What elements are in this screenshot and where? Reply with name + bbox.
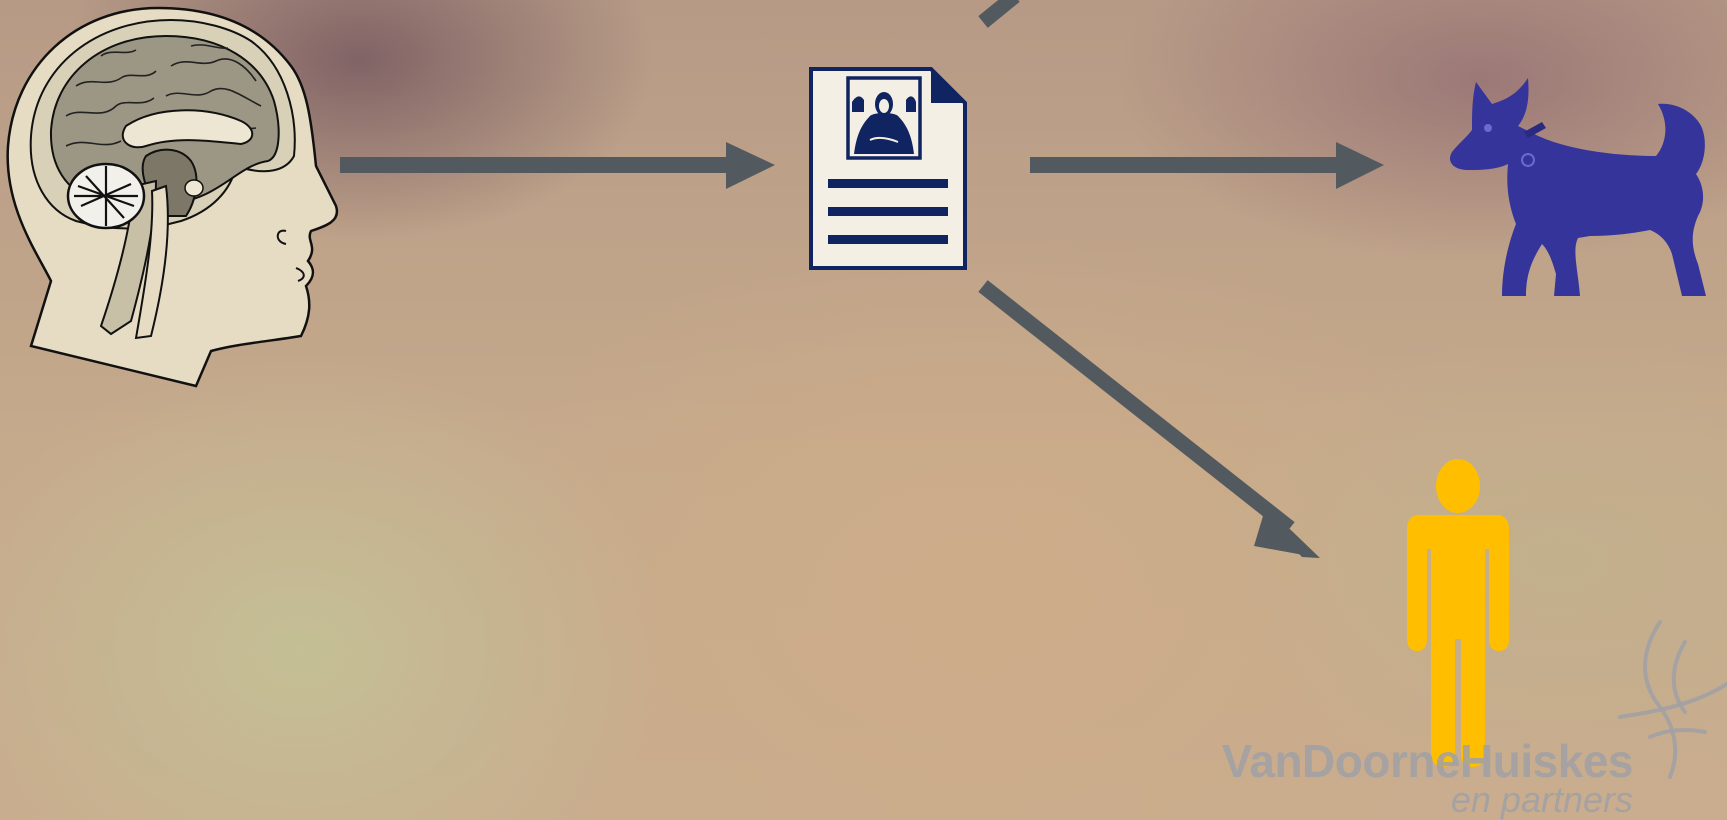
document-mona-lisa-icon [808, 66, 968, 271]
arrow-document-to-top [983, 0, 1015, 22]
brain-head-icon [6, 6, 341, 391]
arrow-head-to-document [340, 142, 775, 189]
logo-name: VanDoorneHuiskes [1213, 738, 1633, 784]
arrow-document-to-dog [1030, 142, 1384, 189]
dog-icon [1446, 74, 1720, 300]
company-logo: VanDoorneHuiskes en partners [1213, 738, 1633, 818]
arrow-document-to-person [983, 286, 1320, 558]
person-icon [1405, 459, 1511, 767]
logo-tagline: en partners [1213, 782, 1633, 818]
